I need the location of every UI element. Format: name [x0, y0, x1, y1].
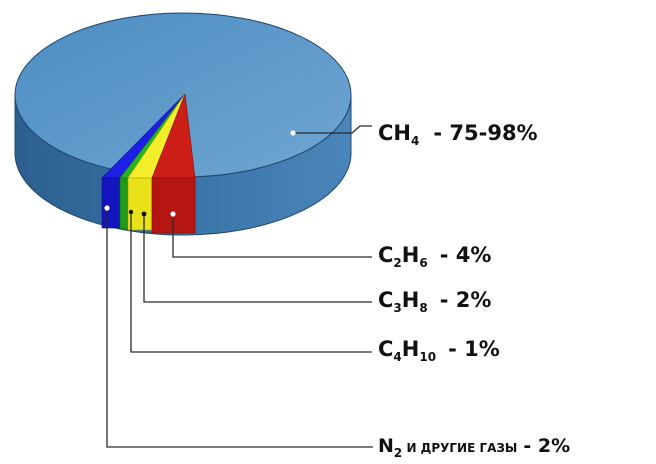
slice-side-c4h10 [119, 177, 129, 230]
anchor-dot-c3h8 [141, 211, 147, 217]
anchor-dot-ch4 [290, 130, 296, 136]
label-c4h10: C4H10- 1% [378, 337, 500, 364]
leader-c2h6 [172, 214, 372, 258]
leader-c4h10 [130, 212, 372, 353]
label-c3h8: C3H8- 2% [378, 288, 491, 315]
anchor-dot-n2 [104, 205, 110, 211]
leader-n2 [106, 208, 373, 448]
label-n2: N2 И ДРУГИЕ ГАЗЫ- 2% [378, 435, 570, 460]
anchor-dot-c2h6 [170, 211, 176, 217]
slice-side-n2 [101, 177, 121, 229]
label-ch4: CH4- 75-98% [378, 121, 538, 148]
leader-ch4 [293, 125, 372, 134]
label-c2h6: C2H6- 4% [378, 243, 491, 270]
anchor-dot-c4h10 [128, 209, 134, 215]
leader-c3h8 [143, 214, 372, 303]
